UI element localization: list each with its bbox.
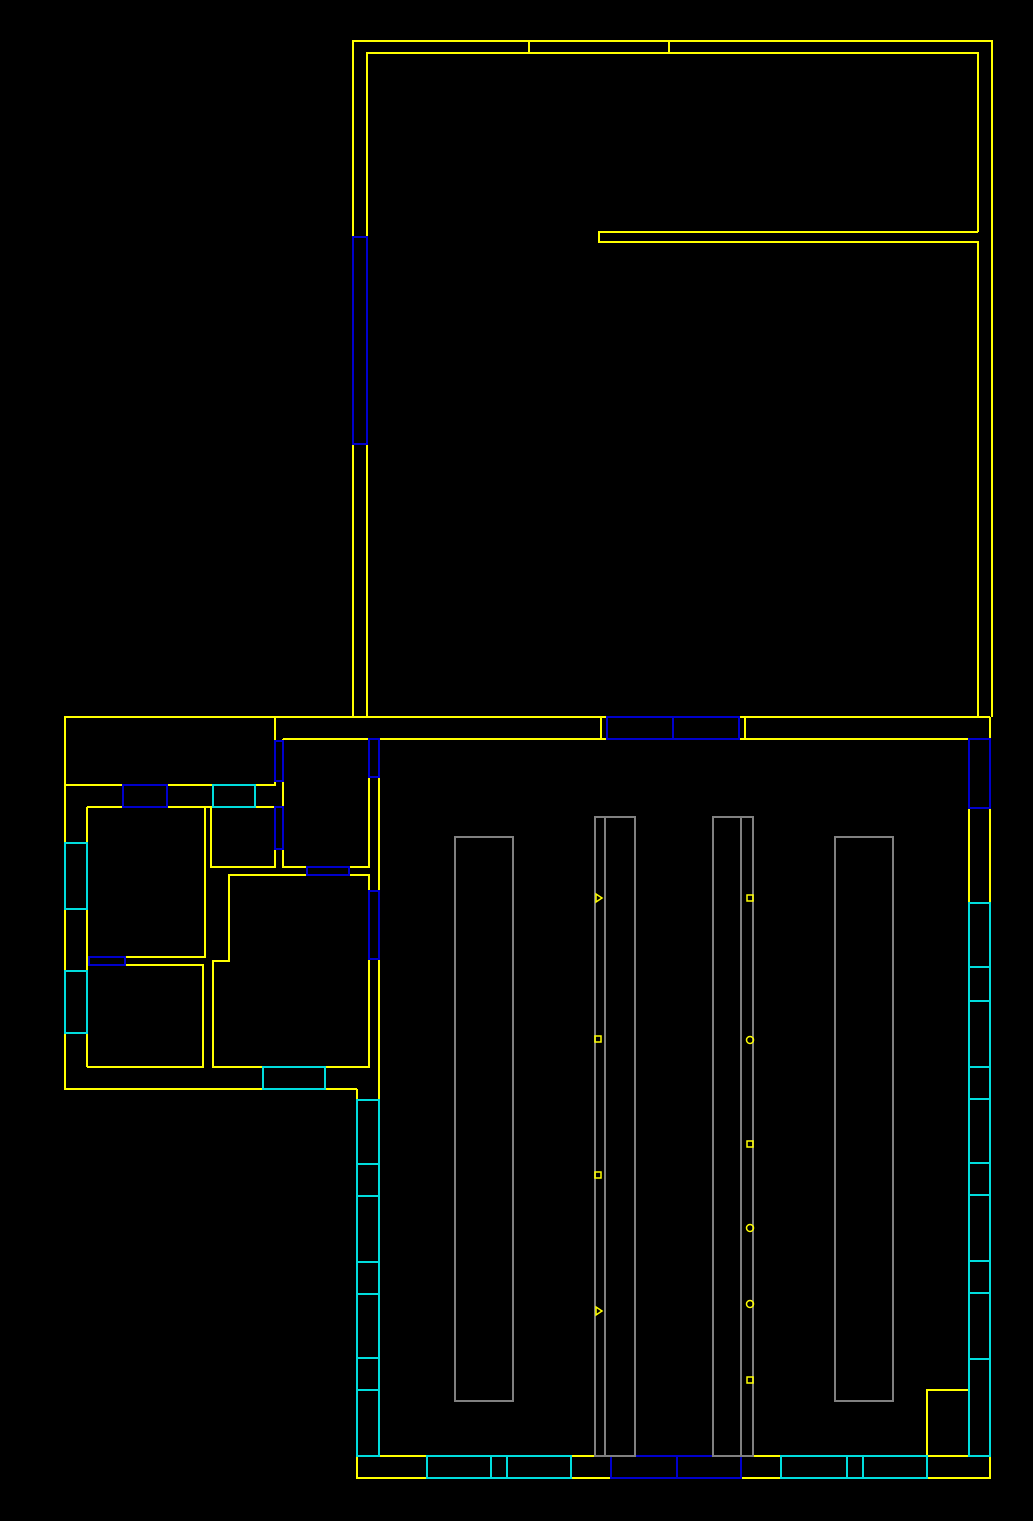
marker-triangle-1 <box>595 892 604 904</box>
markers-layer <box>594 892 755 1384</box>
fixture-bench-2 <box>834 836 894 1402</box>
door-room-c-workshop[interactable] <box>368 890 380 960</box>
door-annex-corridor-b[interactable] <box>274 806 284 850</box>
marker-triangle-2 <box>595 1305 604 1317</box>
door-annex-corridor-a[interactable] <box>274 740 284 782</box>
door-workshop-south-right[interactable] <box>676 1455 742 1479</box>
marker-circle-2 <box>745 1223 755 1233</box>
window-annex-west-1 <box>64 842 88 910</box>
door-room-c-hall[interactable] <box>306 866 350 876</box>
door-main-divider-right[interactable] <box>672 716 740 740</box>
marker-circle-3 <box>745 1299 755 1309</box>
marker-circle-1 <box>745 1035 755 1045</box>
doors-layer <box>88 236 991 1479</box>
door-room-a[interactable] <box>122 784 168 808</box>
room-c-wall <box>212 874 370 1068</box>
door-hall-workshop[interactable] <box>368 738 380 778</box>
fixture-rail-1 <box>594 816 636 1457</box>
window-south-6 <box>862 1455 928 1479</box>
window-annex-south <box>262 1066 326 1090</box>
window-west-7 <box>356 1389 380 1457</box>
marker-square-5 <box>746 1376 754 1384</box>
fixture-rail-2 <box>712 816 754 1457</box>
window-annex-top <box>212 784 256 808</box>
marker-square-3 <box>746 894 754 902</box>
door-workshop-east[interactable] <box>968 738 991 809</box>
marker-square-1 <box>594 1035 602 1043</box>
door-room-a-b[interactable] <box>88 956 126 966</box>
marker-square-2 <box>594 1171 602 1179</box>
window-south-3 <box>506 1455 572 1479</box>
windows-layer <box>64 784 991 1479</box>
window-east-10 <box>968 1358 991 1457</box>
room-b-wall <box>87 964 204 1068</box>
door-upper-hall-west[interactable] <box>352 236 368 445</box>
upper-hall-partition-wall <box>598 231 979 717</box>
fixtures-layer <box>454 816 894 1457</box>
marker-square-4 <box>746 1140 754 1148</box>
fixture-bench-1 <box>454 836 514 1402</box>
workshop-corner-closet <box>926 1389 969 1456</box>
window-annex-west-2 <box>64 970 88 1034</box>
